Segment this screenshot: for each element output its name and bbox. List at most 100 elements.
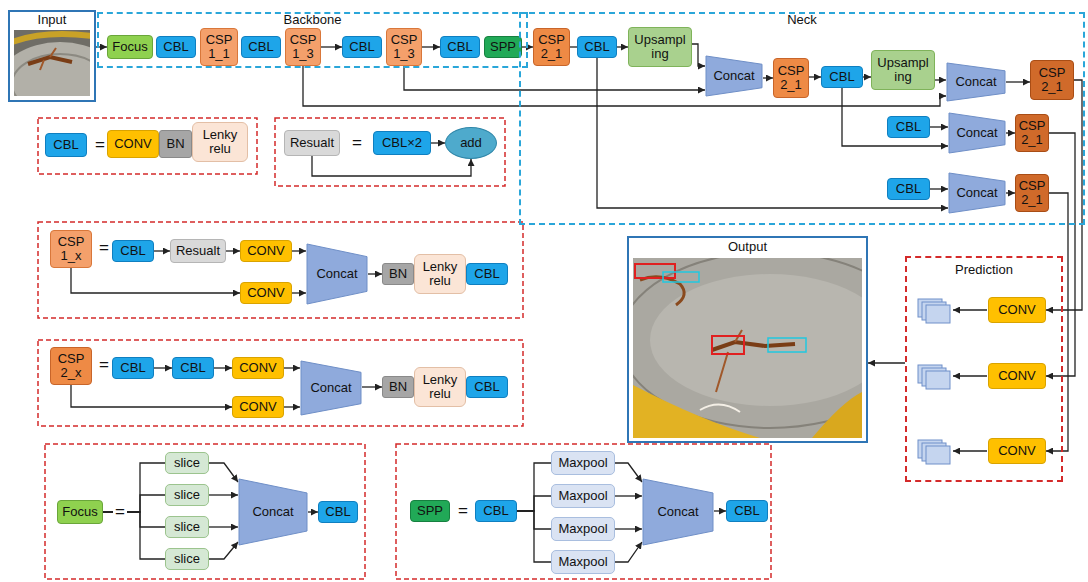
upsampling-block: Upsampl ing [628, 27, 692, 67]
connector [312, 156, 471, 176]
block-label: Concat [955, 75, 996, 89]
bn-block: BN [382, 263, 414, 285]
block-label: CONV [114, 137, 152, 151]
block-label: CBL [120, 244, 145, 258]
conv-block: CONV [107, 130, 159, 158]
connector [71, 385, 232, 407]
equals-sign: = [93, 136, 107, 154]
block-label: CBL [447, 40, 472, 54]
block-label: Maxpool [558, 555, 607, 569]
activation-block: Lenky relu [414, 367, 466, 407]
connector [321, 46, 342, 47]
connector [422, 46, 440, 47]
cbl-block: CBL [45, 133, 87, 157]
cbl-block: CBL [887, 178, 930, 200]
connector [404, 66, 705, 90]
block-label: Concat [252, 505, 293, 519]
connector [368, 273, 382, 274]
equals-sign: = [97, 239, 111, 257]
region-title: Prediction [907, 263, 1061, 277]
block-label: CBL [734, 504, 759, 518]
block-label: Lenky relu [195, 128, 245, 156]
upsampling-block: Upsampl ing [871, 50, 935, 90]
trapezoid-fill [947, 63, 1005, 101]
connector [214, 367, 232, 368]
connector [284, 367, 300, 368]
block-label: CBL [180, 361, 205, 375]
focus-block: Focus [107, 35, 153, 59]
dashed-frame [38, 222, 523, 318]
connector [930, 126, 948, 127]
trapezoid-fill [239, 479, 307, 545]
csp2-block: CSP 2_1 [773, 58, 809, 98]
connector [615, 495, 642, 496]
concat-trapezoid: Concat [948, 112, 1006, 154]
output-frame: Output [627, 236, 868, 443]
block-label: CSP 2_x [53, 352, 89, 380]
block-label: SPP [417, 504, 443, 518]
block-label: BN [389, 267, 407, 281]
cbl-block: CBL [112, 357, 154, 379]
block-label: BN [389, 380, 407, 394]
block-label: CSP 1_x [53, 235, 89, 263]
equals-sign: = [456, 502, 470, 520]
connector [863, 76, 871, 77]
connector [1046, 133, 1075, 376]
connector [1006, 132, 1015, 133]
connector [362, 386, 382, 387]
block-label: Resualt [290, 136, 334, 150]
csp1-block: CSP 1_3 [285, 28, 321, 66]
region-title: Neck [521, 13, 1083, 27]
block-label: Focus [62, 505, 97, 519]
block-label: CSP 2_1 [1018, 179, 1046, 207]
connector [431, 142, 445, 143]
connector [517, 496, 551, 511]
add-ellipse: add [445, 127, 497, 159]
block-label: CBL [483, 504, 508, 518]
maxpool-block: Maxpool [551, 550, 615, 574]
slice-block: slice [165, 484, 209, 506]
block-label: CONV [998, 303, 1036, 317]
output-arrows [953, 310, 987, 451]
connector [615, 542, 642, 562]
block-label: Concat [956, 126, 997, 140]
cbl-block: CBL [440, 36, 480, 58]
block-label: CSP 1_1 [203, 33, 235, 61]
csp2-block: CSP 2_x [50, 347, 92, 385]
region-title: Input [10, 13, 94, 27]
connector [517, 511, 551, 562]
region-title: Output [629, 240, 866, 254]
trapezoid-fill [706, 56, 762, 96]
activation-block: Lenky relu [414, 254, 466, 294]
connector [209, 494, 238, 495]
connector [1006, 192, 1015, 193]
block-label: CBL [829, 70, 854, 84]
csp2-block: CSP 2_1 [533, 28, 570, 66]
connector [868, 362, 905, 363]
block-label: CBL [163, 40, 188, 54]
trapezoid-fill [301, 361, 361, 415]
slice-block: slice [165, 516, 209, 538]
block-label: CONV [998, 444, 1036, 458]
cbl-block: CBL [577, 36, 617, 58]
connector [154, 367, 172, 368]
concat-trapezoid: Concat [946, 62, 1006, 102]
block-label: Focus [112, 40, 147, 54]
connector [209, 542, 238, 559]
connector [303, 66, 946, 106]
stage-region: NeckCSP 2_1CBLUpsampl ingConcatCSP 2_1CB… [519, 12, 1085, 225]
connector [935, 79, 946, 80]
block-label: CSP 1_3 [288, 33, 318, 61]
connector [615, 463, 642, 482]
block-label: CBL [120, 361, 145, 375]
slice-block: slice [165, 548, 209, 570]
csp2-block: CSP 2_1 [1015, 174, 1049, 212]
csp2-block: CSP 2_1 [1015, 114, 1049, 152]
block-label: CBL [349, 40, 374, 54]
conv-block: CONV [988, 363, 1046, 389]
spp-block: SPP [484, 36, 522, 58]
output-photo [633, 258, 862, 438]
cbl-block: CBL [156, 36, 196, 58]
connector [517, 463, 551, 511]
maxpool-block: Maxpool [551, 484, 615, 508]
